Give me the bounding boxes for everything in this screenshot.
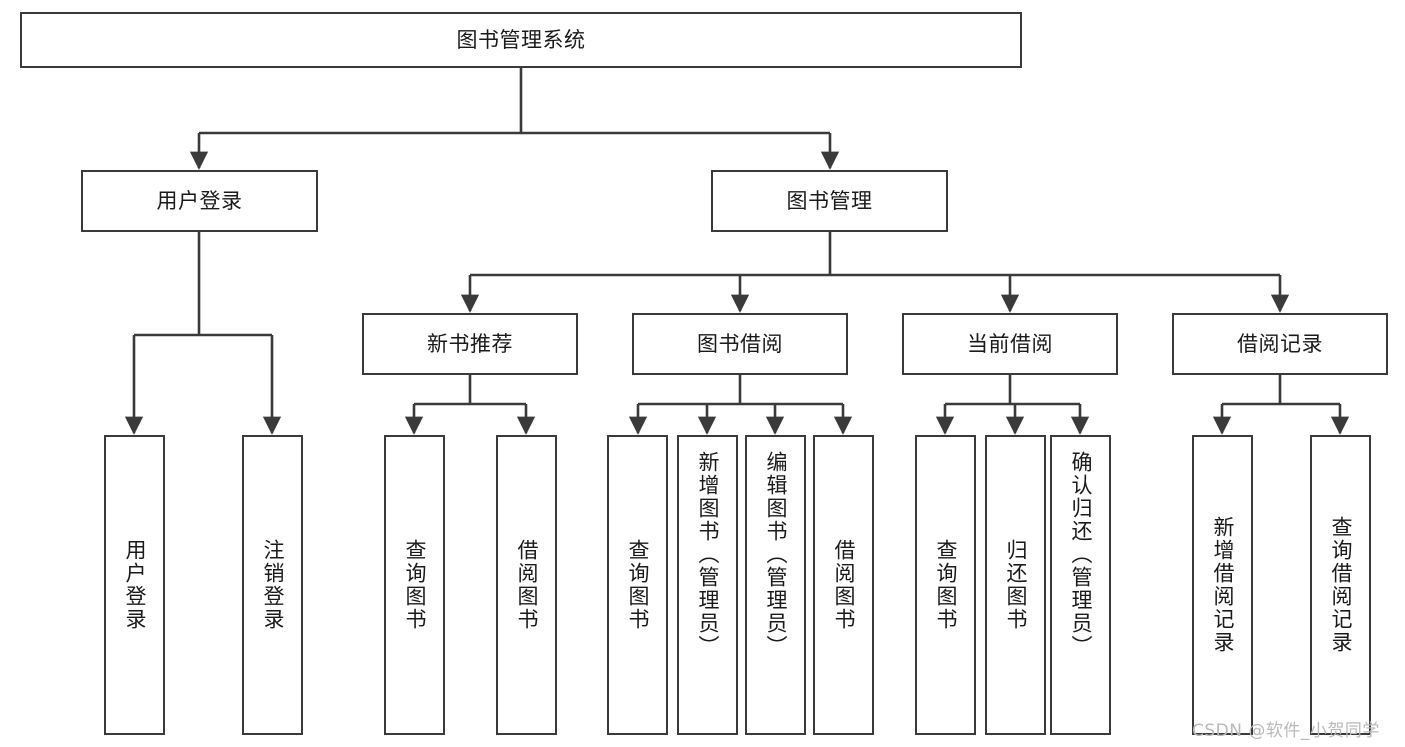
node-label: 图书借阅	[697, 331, 783, 356]
leaf-user-login[interactable]: 用户登录	[104, 435, 165, 735]
node-label: 查询借阅记录	[1329, 516, 1353, 654]
leaf-bb-add-book[interactable]: 新增图书（管理员）	[677, 435, 738, 735]
node-label: 新增借阅记录	[1211, 516, 1235, 654]
node-user-login[interactable]: 用户登录	[81, 170, 318, 232]
node-label: 注销登录	[261, 539, 285, 631]
leaf-cb-return-book[interactable]: 归还图书	[985, 435, 1046, 735]
leaf-nb-borrow-book[interactable]: 借阅图书	[496, 435, 557, 735]
leaf-bb-borrow-book[interactable]: 借阅图书	[813, 435, 874, 735]
node-label: 编辑图书（管理员）	[764, 451, 788, 658]
node-label: 确认归还（管理员）	[1069, 451, 1093, 658]
leaf-cb-query-book[interactable]: 查询图书	[915, 435, 976, 735]
node-label: 查询图书	[403, 539, 427, 631]
node-label: 新书推荐	[427, 331, 513, 356]
leaf-logout[interactable]: 注销登录	[242, 435, 303, 735]
leaf-nb-query-book[interactable]: 查询图书	[384, 435, 445, 735]
leaf-br-add-record[interactable]: 新增借阅记录	[1192, 435, 1253, 735]
csdn-watermark: CSDN @软件_小贺同学	[1192, 721, 1380, 741]
node-current-borrow[interactable]: 当前借阅	[902, 313, 1118, 375]
node-label: 借阅记录	[1237, 331, 1323, 356]
leaf-br-query-record[interactable]: 查询借阅记录	[1310, 435, 1371, 735]
node-label: 查询图书	[934, 539, 958, 631]
node-borrow-record[interactable]: 借阅记录	[1172, 313, 1388, 375]
node-label: 借阅图书	[515, 539, 539, 631]
leaf-bb-edit-book[interactable]: 编辑图书（管理员）	[745, 435, 806, 735]
node-label: 图书管理系统	[456, 27, 586, 52]
node-label: 用户登录	[156, 188, 243, 213]
node-label: 当前借阅	[967, 331, 1053, 356]
node-label: 查询图书	[626, 539, 650, 631]
leaf-cb-confirm-return[interactable]: 确认归还（管理员）	[1050, 435, 1111, 735]
node-label: 用户登录	[123, 539, 147, 631]
node-book-borrow[interactable]: 图书借阅	[632, 313, 848, 375]
node-label: 新增图书（管理员）	[696, 451, 720, 658]
leaf-bb-query-book[interactable]: 查询图书	[607, 435, 668, 735]
node-label: 图书管理	[786, 188, 873, 213]
node-root-system[interactable]: 图书管理系统	[20, 12, 1022, 68]
node-new-book-recommend[interactable]: 新书推荐	[362, 313, 578, 375]
node-book-management[interactable]: 图书管理	[711, 170, 948, 232]
node-label: 归还图书	[1004, 539, 1028, 631]
node-label: 借阅图书	[832, 539, 856, 631]
